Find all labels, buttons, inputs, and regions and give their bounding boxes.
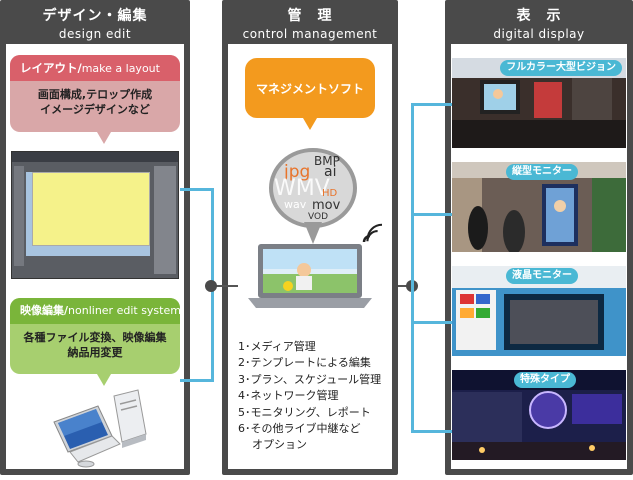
connector-line (411, 321, 452, 324)
display-column-header: 表 示 digital display (445, 0, 633, 44)
design-side-panel (154, 166, 176, 274)
layout-bubble-body: 画面構成,テロップ作成 イメージデザインなど (10, 85, 180, 132)
management-bubble: マネジメントソフト (245, 58, 375, 130)
list-item: オプション (252, 438, 307, 452)
design-software-screenshot (11, 151, 179, 279)
layout-bubble-tail (97, 132, 111, 144)
format-bmp: BMP (314, 154, 340, 168)
display-panel-vertical-monitor: 縦型モニター (452, 162, 626, 252)
connector-line (411, 103, 414, 433)
format-cloud: jpg BMP ai WMV HD wav mov VOD (268, 148, 358, 248)
cloud-pin-shape (269, 148, 357, 244)
layout-line-2: イメージデザインなど (40, 103, 150, 116)
layout-line-1: 画面構成,テロップ作成 (37, 88, 153, 101)
laptop-icon (248, 244, 372, 308)
list-item: 3･プラン、スケジュール管理 (238, 372, 382, 386)
edit-bubble-header: 映像編集/nonliner edit system (10, 298, 181, 324)
edit-head-jp: 映像編集/ (20, 304, 69, 317)
management-title-jp: 管 理 (287, 8, 333, 24)
design-title-en: design edit (58, 27, 132, 41)
display-panel-special-type: 特殊タイプ (452, 370, 626, 460)
connector-dot (205, 280, 217, 292)
connector-line (411, 103, 452, 106)
format-jpg: jpg (284, 162, 311, 182)
design-bottom-strip (26, 246, 150, 256)
display-label: フルカラー大型ビジョン (500, 60, 622, 76)
format-wmv: WMV (274, 176, 330, 201)
computer-icon (53, 389, 147, 468)
display-title-en: digital display (493, 27, 585, 41)
display-label: 液晶モニター (506, 268, 578, 284)
layout-bubble-header: レイアウト/make a layout (10, 55, 180, 81)
design-title-jp: デザイン・編集 (42, 8, 148, 24)
display-panel-lcd-monitor: 液晶モニター (452, 266, 626, 356)
list-item: 6･その他ライブ中継など (238, 422, 361, 436)
management-bubble-tail (303, 118, 317, 130)
format-wav: wav (284, 198, 307, 211)
layout-head-jp: レイアウト/ (20, 61, 82, 75)
design-canvas (32, 172, 150, 246)
management-title-en: control management (242, 27, 378, 41)
list-item: 2･テンプレートによる編集 (238, 356, 371, 370)
format-vod: VOD (308, 212, 329, 222)
management-column-header: 管 理 control management (222, 0, 398, 44)
format-mov: mov (312, 198, 341, 213)
special-type-photo (452, 370, 626, 460)
display-panel-large-vision: フルカラー大型ビジョン (452, 58, 626, 148)
design-toolbar (12, 152, 178, 162)
edit-bubble: 映像編集/nonliner edit system 各種ファイル変換、映像編集 … (10, 298, 181, 386)
connector-line (180, 379, 213, 382)
connector-line (212, 285, 238, 287)
display-label: 特殊タイプ (514, 372, 576, 388)
edit-line-1: 各種ファイル変換、映像編集 (23, 331, 167, 344)
display-title-jp: 表 示 (516, 8, 562, 24)
display-label: 縦型モニター (506, 164, 578, 180)
format-ai: ai (324, 164, 337, 180)
list-item: 5･モニタリング、レポート (238, 405, 371, 419)
edit-bubble-tail (97, 374, 111, 386)
management-feature-list: 1･メディア管理 2･テンプレートによる編集 3･プラン、スケジュール管理 4･… (238, 339, 398, 454)
design-tool-palette (14, 166, 24, 266)
layout-head-en: make a layout (81, 62, 160, 75)
format-hd: HD (322, 188, 338, 199)
list-item: 4･ネットワーク管理 (238, 389, 339, 403)
edit-line-2: 納品用変更 (67, 346, 123, 359)
edit-bubble-body: 各種ファイル変換、映像編集 納品用変更 (10, 328, 180, 374)
design-column-header: デザイン・編集 design edit (0, 0, 190, 44)
connector-line (180, 188, 213, 191)
connector-line (411, 430, 452, 433)
design-left-strip (26, 172, 32, 246)
management-software-title: マネジメントソフト (255, 82, 364, 96)
connector-line (411, 213, 452, 216)
list-item: 1･メディア管理 (238, 340, 316, 353)
edit-head-en: nonliner edit system (68, 304, 181, 317)
layout-bubble: レイアウト/make a layout 画面構成,テロップ作成 イメージデザイン… (10, 55, 180, 144)
wifi-icon (362, 223, 383, 243)
